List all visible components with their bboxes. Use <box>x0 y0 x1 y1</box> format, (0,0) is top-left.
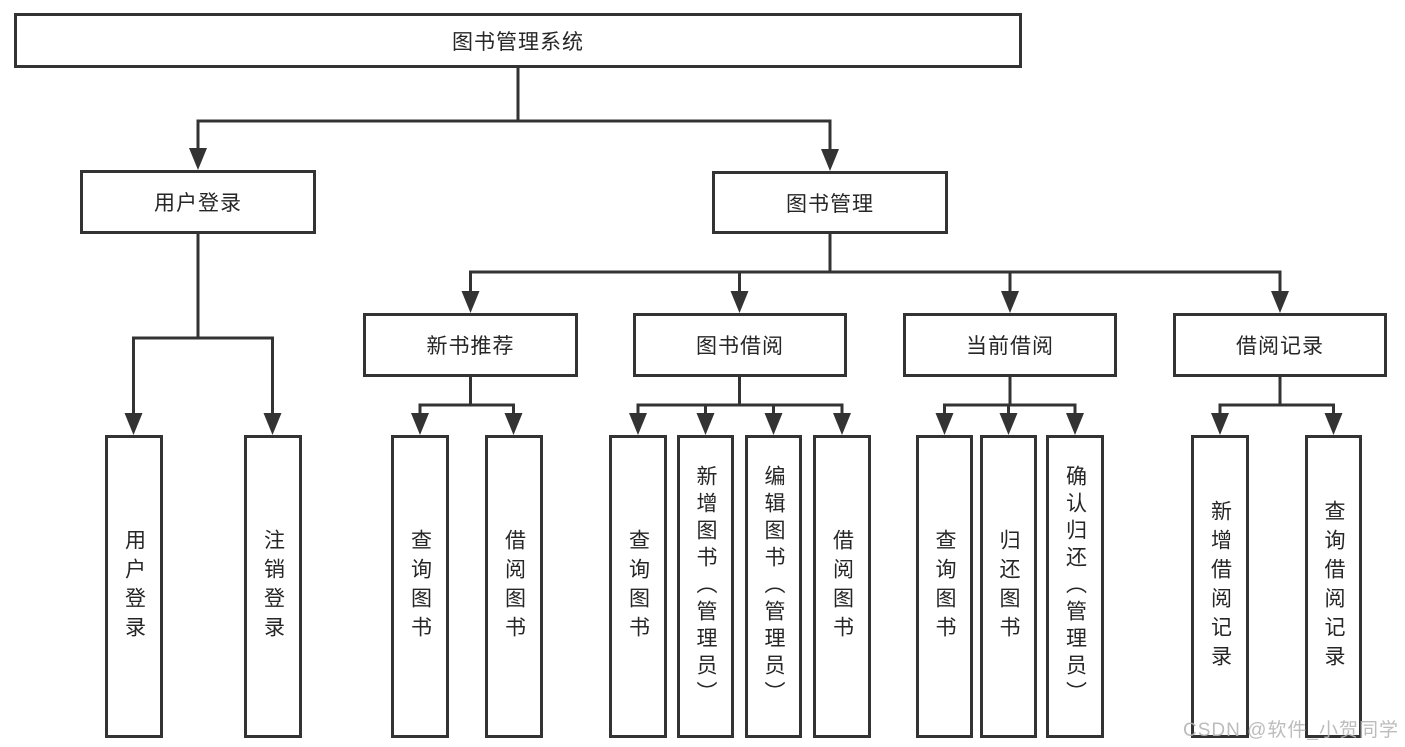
leaf-return-books: 归还图书 <box>980 435 1037 738</box>
node-book-borrowing: 图书借阅 <box>633 313 847 377</box>
node-new-book-recommend: 新书推荐 <box>363 313 578 377</box>
leaf-add-borrow-record: 新增借阅记录 <box>1191 435 1249 738</box>
leaf-search-books-current: 查询图书 <box>916 435 973 738</box>
node-current-borrowing: 当前借阅 <box>903 313 1117 377</box>
leaf-add-books-admin: 新增图书（管理员） <box>677 435 734 738</box>
leaf-logout: 注销登录 <box>244 435 302 738</box>
leaf-borrow-books-borrowing: 借阅图书 <box>813 435 871 738</box>
leaf-edit-books-admin: 编辑图书（管理员） <box>745 435 802 738</box>
leaf-search-borrow-record: 查询借阅记录 <box>1305 435 1362 738</box>
leaf-user-login: 用户登录 <box>105 435 163 738</box>
csdn-watermark: CSDN @软件_小贺同学 <box>1183 720 1399 741</box>
node-book-management: 图书管理 <box>712 171 948 234</box>
node-library-management-system: 图书管理系统 <box>14 13 1022 68</box>
leaf-confirm-return-admin: 确认归还（管理员） <box>1046 435 1104 738</box>
node-user-login: 用户登录 <box>80 170 316 234</box>
node-borrowing-records: 借阅记录 <box>1173 313 1387 377</box>
leaf-search-books-borrowing: 查询图书 <box>609 435 667 738</box>
leaf-search-books-recommend: 查询图书 <box>391 435 449 738</box>
leaf-borrow-books-recommend: 借阅图书 <box>485 435 543 738</box>
